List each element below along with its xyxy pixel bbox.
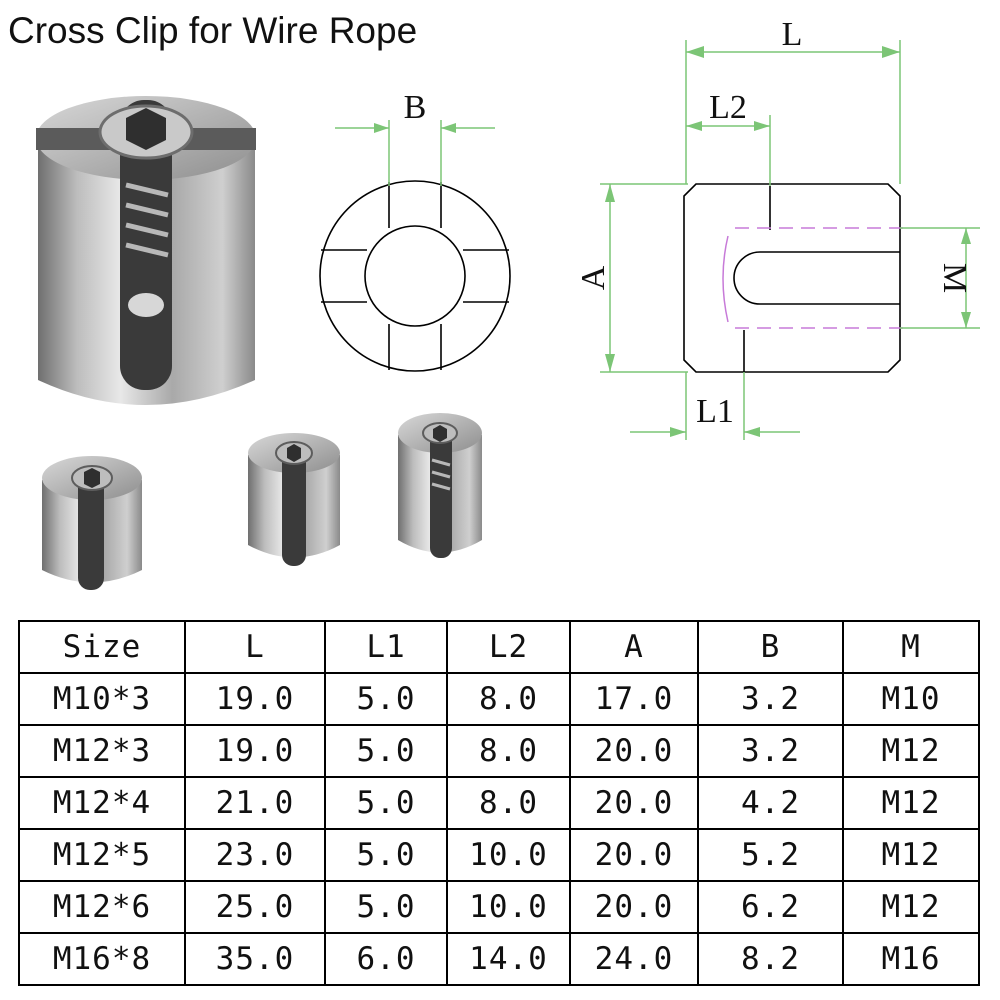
dimension-m	[900, 227, 980, 329]
cell-l: 19.0	[184, 672, 326, 726]
dimension-a	[600, 183, 688, 373]
cell-a: 20.0	[569, 776, 699, 830]
end-view-drawing	[319, 180, 511, 372]
cell-b: 6.2	[697, 880, 844, 934]
table-row: M12*4 21.0 5.0 8.0 20.0 4.2 M12	[18, 776, 980, 830]
page-title: Cross Clip for Wire Rope	[8, 10, 418, 51]
cell-a: 20.0	[569, 724, 699, 778]
cell-m: M10	[842, 672, 980, 726]
spec-table: Size L L1 L2 A B M M10*3 19.0 5.0 8.0 17…	[18, 620, 980, 986]
small-clip-photo-3	[398, 413, 482, 558]
cell-b: 8.2	[697, 932, 844, 986]
cell-a: 20.0	[569, 828, 699, 882]
cell-b: 3.2	[697, 672, 844, 726]
label-l1: L1	[696, 393, 734, 430]
cell-l2: 10.0	[446, 828, 571, 882]
cell-l2: 8.0	[446, 672, 571, 726]
small-clip-photo-1	[42, 456, 142, 590]
header-l1: L1	[324, 620, 448, 674]
cell-l: 21.0	[184, 776, 326, 830]
cell-l2: 8.0	[446, 776, 571, 830]
label-a: A	[575, 265, 612, 290]
cell-size: M12*4	[18, 776, 186, 830]
header-a: A	[569, 620, 699, 674]
side-view-drawing	[683, 183, 901, 373]
cell-l1: 5.0	[324, 776, 448, 830]
cell-m: M12	[842, 880, 980, 934]
cell-b: 4.2	[697, 776, 844, 830]
cell-size: M16*8	[18, 932, 186, 986]
table-row: M12*5 23.0 5.0 10.0 20.0 5.2 M12	[18, 828, 980, 882]
cell-m: M12	[842, 724, 980, 778]
table-header-row: Size L L1 L2 A B M	[18, 620, 980, 674]
label-l: L	[782, 16, 803, 53]
cell-l: 25.0	[184, 880, 326, 934]
dimension-l	[685, 40, 901, 184]
cell-a: 24.0	[569, 932, 699, 986]
cell-l1: 5.0	[324, 828, 448, 882]
cell-b: 3.2	[697, 724, 844, 778]
cell-l1: 5.0	[324, 724, 448, 778]
header-size: Size	[18, 620, 186, 674]
cell-size: M10*3	[18, 672, 186, 726]
header-b: B	[697, 620, 844, 674]
cell-a: 20.0	[569, 880, 699, 934]
cell-l1: 5.0	[324, 880, 448, 934]
label-l2: L2	[709, 89, 747, 126]
technical-drawing: B L L2 L1	[319, 16, 980, 440]
dimension-b	[335, 120, 495, 186]
cell-m: M12	[842, 776, 980, 830]
cell-l: 19.0	[184, 724, 326, 778]
label-m: M	[936, 263, 973, 293]
cell-size: M12*3	[18, 724, 186, 778]
cell-l2: 14.0	[446, 932, 571, 986]
cell-l: 35.0	[184, 932, 326, 986]
dimension-l1	[630, 372, 800, 440]
cell-l2: 10.0	[446, 880, 571, 934]
header-l2: L2	[446, 620, 571, 674]
header-l: L	[184, 620, 326, 674]
cell-b: 5.2	[697, 828, 844, 882]
table-row: M16*8 35.0 6.0 14.0 24.0 8.2 M16	[18, 932, 980, 986]
table-row: M12*6 25.0 5.0 10.0 20.0 6.2 M12	[18, 880, 980, 934]
cell-l2: 8.0	[446, 724, 571, 778]
cell-l1: 5.0	[324, 672, 448, 726]
cell-l: 23.0	[184, 828, 326, 882]
product-photos	[36, 96, 482, 590]
small-clip-photo-2	[248, 433, 340, 566]
label-b: B	[404, 89, 427, 126]
cell-m: M12	[842, 828, 980, 882]
cell-a: 17.0	[569, 672, 699, 726]
table-row: M10*3 19.0 5.0 8.0 17.0 3.2 M10	[18, 672, 980, 726]
header-m: M	[842, 620, 980, 674]
cell-m: M16	[842, 932, 980, 986]
cell-l1: 6.0	[324, 932, 448, 986]
large-clip-photo	[36, 96, 256, 405]
cell-size: M12*6	[18, 880, 186, 934]
cell-size: M12*5	[18, 828, 186, 882]
table-row: M12*3 19.0 5.0 8.0 20.0 3.2 M12	[18, 724, 980, 778]
hidden-lines	[722, 227, 905, 329]
dimension-l2	[686, 115, 771, 186]
